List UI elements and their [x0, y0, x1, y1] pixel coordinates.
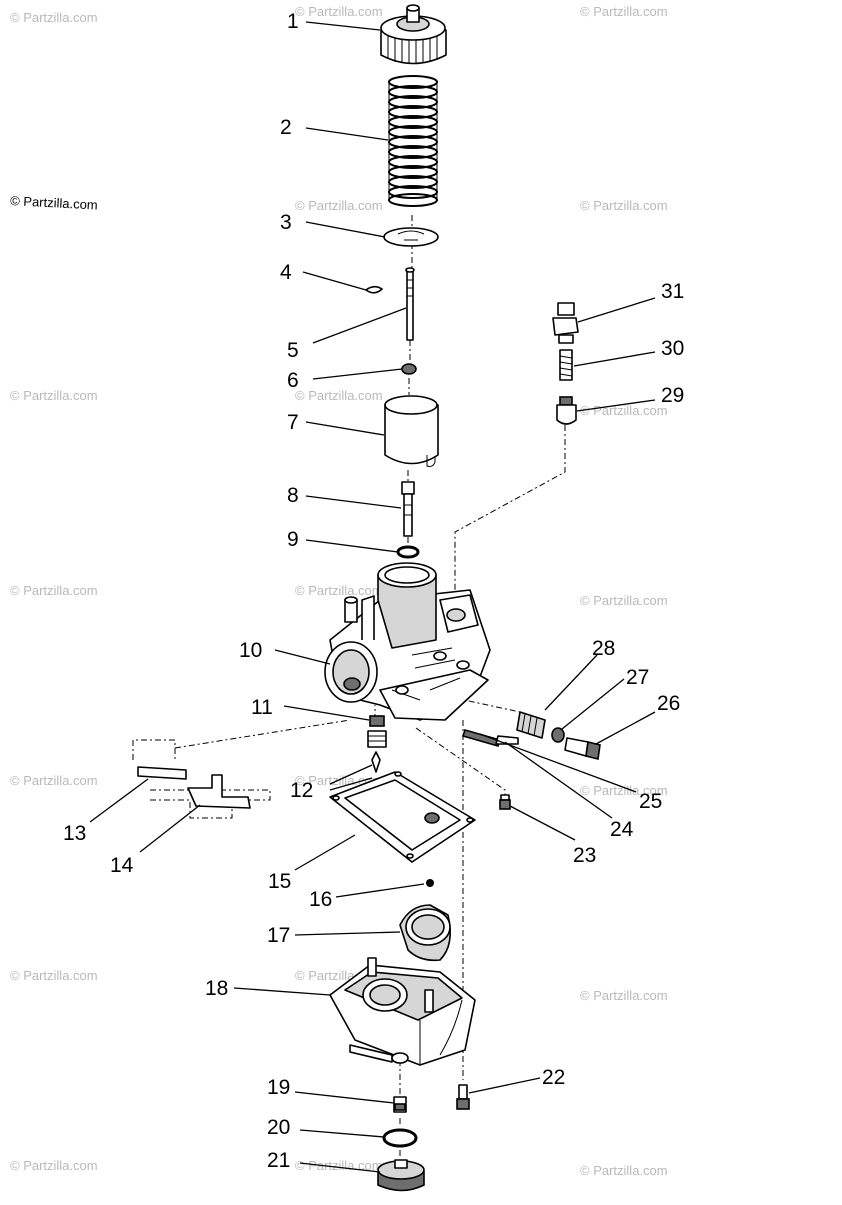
- gasket-part: [329, 771, 476, 863]
- callout-15: 15: [268, 870, 291, 893]
- main-jet-part: [393, 1096, 407, 1113]
- callout-16: 16: [309, 888, 332, 911]
- callout-27: 27: [626, 666, 649, 689]
- bolt-part: [456, 1084, 470, 1110]
- callout-14: 14: [110, 854, 134, 877]
- callout-4: 4: [280, 261, 292, 284]
- watermark: © Partzilla.com: [580, 198, 668, 213]
- leader-lines: [89, 21, 656, 1173]
- callout-8: 8: [287, 484, 299, 507]
- watermark: © Partzilla.com: [580, 593, 668, 608]
- callout-30: 30: [661, 337, 684, 360]
- watermark: © Partzilla.com: [10, 773, 98, 788]
- watermark: © Partzilla.com: [10, 388, 98, 403]
- callout-25: 25: [639, 790, 662, 813]
- watermark: © Partzilla.com: [580, 783, 668, 798]
- watermark: © Partzilla.com: [580, 988, 668, 1003]
- watermark: © Partzilla.com: [580, 1163, 668, 1178]
- callout-31: 31: [661, 280, 684, 303]
- watermark: © Partzilla.com: [580, 403, 668, 418]
- callout-18: 18: [205, 977, 228, 1000]
- watermark: © Partzilla.com: [10, 10, 98, 25]
- screw-assembly-part: [552, 302, 579, 425]
- watermark: © Partzilla.com: [295, 388, 383, 403]
- watermark: © Partzilla.com: [295, 198, 383, 213]
- callout-1: 1: [287, 10, 299, 33]
- ball-part: [426, 879, 434, 887]
- cap-part: [380, 4, 447, 65]
- callout-labels: 1 2 3 4 5 6 7 8 9 10 11 12 13 14 15 16 1…: [63, 10, 684, 1172]
- callout-2: 2: [280, 116, 292, 139]
- callout-10: 10: [239, 639, 262, 662]
- callout-7: 7: [287, 411, 299, 434]
- watermark: © Partzilla.com: [295, 4, 383, 19]
- jet-needle-part: [405, 267, 415, 341]
- bowl-o-ring-part: [382, 1128, 418, 1148]
- callout-24: 24: [610, 818, 634, 841]
- needle-jet-part: [401, 481, 415, 537]
- screw-part: [499, 794, 511, 810]
- float-arm-part: [137, 766, 251, 809]
- spring-part: [388, 75, 438, 207]
- watermark: © Partzilla.com: [10, 1158, 98, 1173]
- callout-19: 19: [267, 1076, 290, 1099]
- float-part: [399, 904, 451, 962]
- clip-part: [365, 285, 383, 294]
- callout-20: 20: [267, 1116, 290, 1139]
- callout-3: 3: [280, 211, 292, 234]
- watermark: © Partzilla.com: [295, 583, 383, 598]
- callout-12: 12: [290, 779, 313, 802]
- drain-plug-part: [377, 1159, 425, 1192]
- callout-6: 6: [287, 369, 299, 392]
- callout-5: 5: [287, 339, 299, 362]
- watermark: © Partzilla.com: [10, 583, 98, 598]
- callout-21: 21: [267, 1149, 290, 1172]
- callout-29: 29: [661, 384, 684, 407]
- callout-13: 13: [63, 822, 86, 845]
- float-bowl-part: [329, 957, 476, 1066]
- watermarks: © Partzilla.com © Partzilla.com © Partzi…: [10, 4, 668, 1178]
- watermark: © Partzilla.com: [10, 968, 98, 983]
- callout-11: 11: [251, 696, 273, 719]
- retainer-plate-part: [383, 227, 439, 247]
- callout-28: 28: [592, 637, 615, 660]
- idle-spring-part: [461, 729, 519, 747]
- callout-9: 9: [287, 528, 299, 551]
- watermark: © Partzilla.com: [580, 4, 668, 19]
- copyright-notice: © Partzilla.com: [10, 193, 98, 213]
- throttle-valve-part: [384, 395, 439, 467]
- o-ring-part: [396, 545, 420, 559]
- callout-17: 17: [267, 924, 290, 947]
- adjuster-part: [516, 711, 601, 760]
- carburetor-body-part: [324, 562, 491, 721]
- callout-22: 22: [542, 1066, 565, 1089]
- callout-23: 23: [573, 844, 596, 867]
- callout-26: 26: [657, 692, 680, 715]
- float-valve-part: [367, 715, 387, 773]
- washer-part: [401, 363, 417, 375]
